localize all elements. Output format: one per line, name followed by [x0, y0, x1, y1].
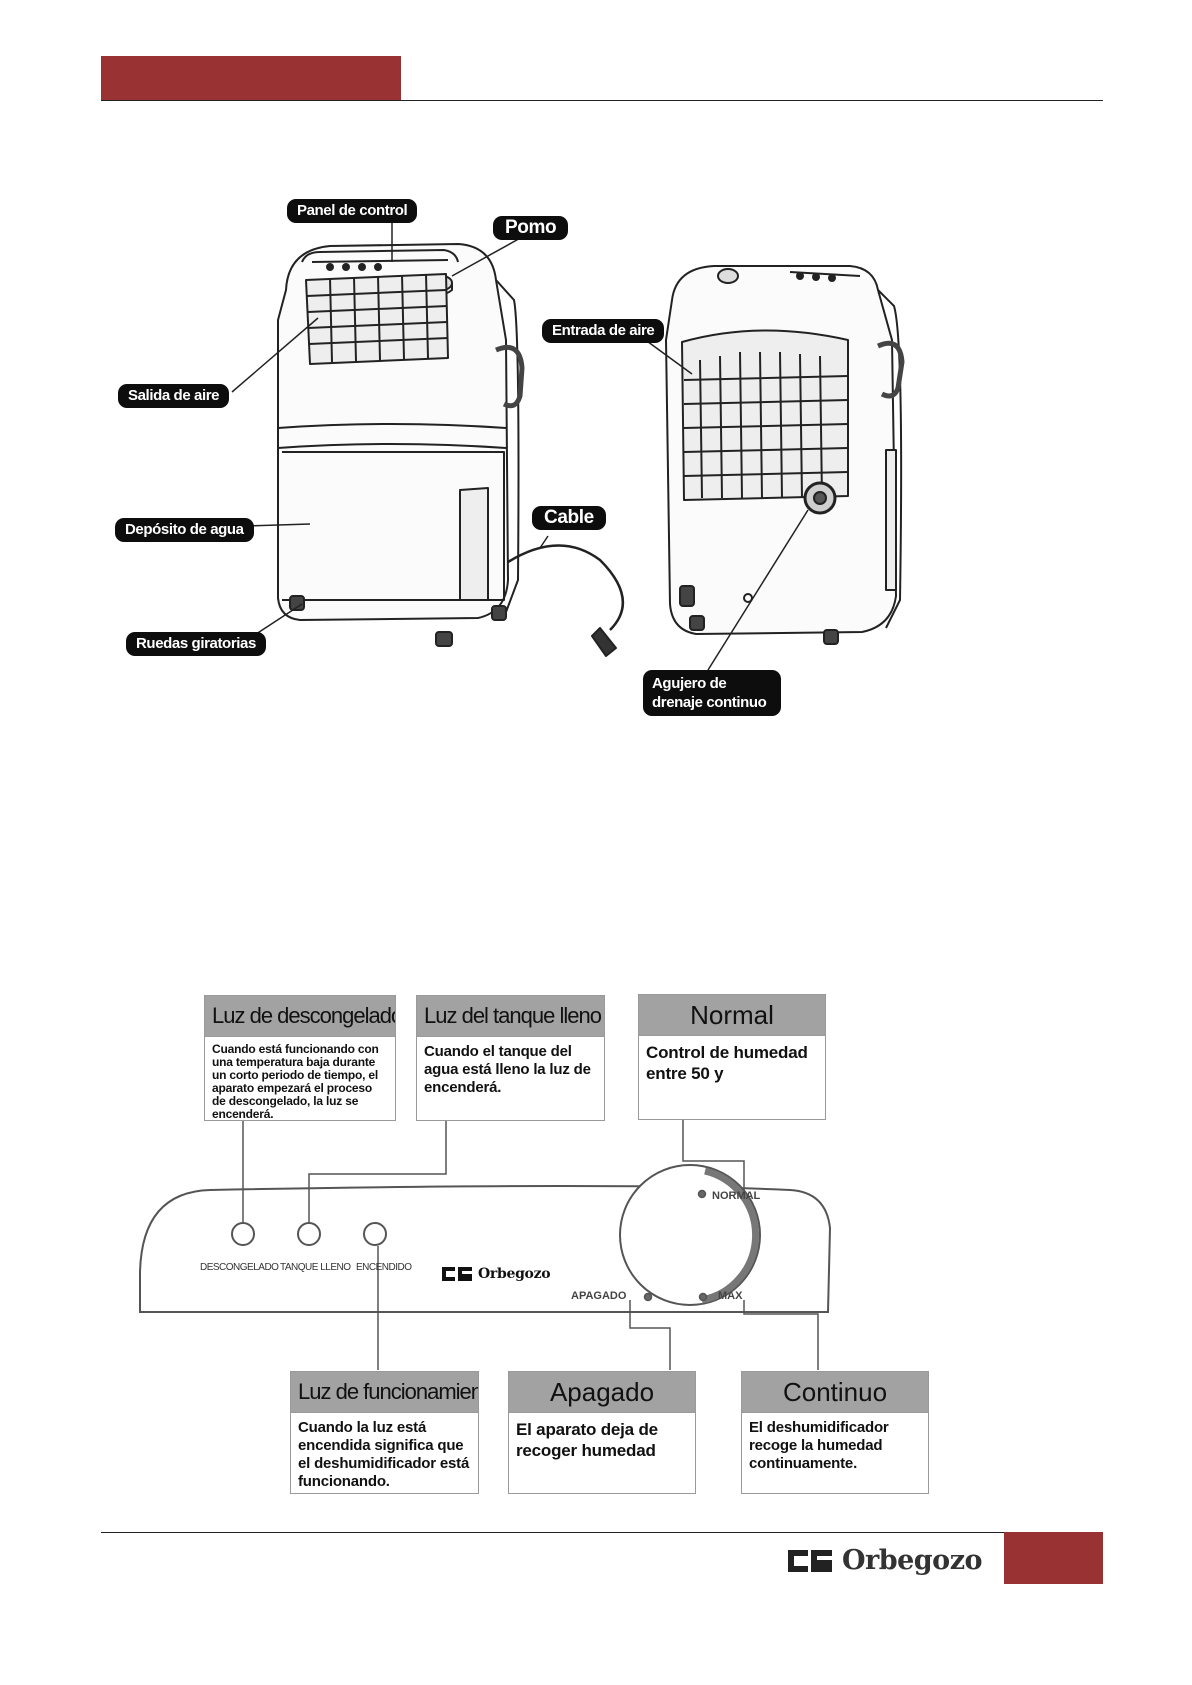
panel-brand: Orbegozo	[442, 1266, 551, 1282]
normal-mode-box: Normal Control de humedad entre 50 y	[638, 994, 826, 1120]
defrost-indicator-label: DESCONGELADO	[200, 1262, 279, 1273]
header-accent-bar	[101, 56, 401, 100]
running-light-title: Luz de funcionamiento	[291, 1372, 478, 1413]
off-mode-title: Apagado	[509, 1372, 695, 1413]
continuous-mode-text: El deshumidificador recoge la humedad co…	[749, 1419, 889, 1472]
tank-full-light-text: Cuando el tanque del agua está lleno la …	[424, 1043, 591, 1096]
orbegozo-logo-icon	[442, 1267, 472, 1281]
defrost-light-box: Luz de descongelado Cuando está funciona…	[204, 995, 396, 1121]
power-indicator-label: ENCENDIDO	[356, 1262, 412, 1273]
off-mode-text: El aparato deja de recoger humedad	[516, 1420, 658, 1460]
off-mode-box: Apagado El aparato deja de recoger humed…	[508, 1371, 696, 1494]
footer-accent-bar	[1004, 1532, 1103, 1584]
continuous-mode-title: Continuo	[742, 1372, 928, 1413]
label-control-panel: Panel de control	[287, 199, 418, 223]
defrost-light-title: Luz de descongelado	[205, 996, 395, 1037]
panel-brand-name: Orbegozo	[478, 1266, 551, 1282]
dial-label-off: APAGADO	[571, 1290, 627, 1302]
normal-mode-text: Control de humedad entre 50 y	[646, 1043, 808, 1083]
label-drain-hole: Agujero de drenaje continuo	[643, 670, 781, 716]
label-air-outlet: Salida de aire	[118, 384, 230, 408]
dehumidifier-illustration	[231, 222, 905, 671]
label-air-intake: Entrada de aire	[542, 319, 665, 343]
orbegozo-logo-icon	[788, 1549, 832, 1572]
control-panel-diagram	[139, 1118, 832, 1370]
dial-label-normal: NORMAL	[712, 1190, 761, 1202]
tank-full-light-title: Luz del tanque lleno	[417, 996, 604, 1037]
tank-full-indicator-label: TANQUE LLENO	[280, 1262, 351, 1273]
defrost-light-text: Cuando está funcionando con una temperat…	[212, 1042, 379, 1121]
label-wheels: Ruedas giratorias	[126, 632, 266, 656]
header-rule	[101, 100, 1103, 101]
footer-logo: Orbegozo	[788, 1545, 983, 1576]
label-cable: Cable	[532, 506, 606, 530]
label-knob: Pomo	[493, 216, 569, 240]
dial-label-max: MAX	[718, 1290, 743, 1302]
continuous-mode-box: Continuo El deshumidificador recoge la h…	[741, 1371, 929, 1494]
footer-rule	[101, 1532, 1004, 1533]
tank-full-light-box: Luz del tanque lleno Cuando el tanque de…	[416, 995, 605, 1121]
normal-mode-title: Normal	[639, 995, 825, 1036]
running-light-text: Cuando la luz está encendida significa q…	[298, 1419, 470, 1490]
footer-brand-name: Orbegozo	[842, 1545, 983, 1576]
label-water-tank: Depósito de agua	[115, 518, 254, 542]
running-light-box: Luz de funcionamiento Cuando la luz está…	[290, 1371, 479, 1494]
